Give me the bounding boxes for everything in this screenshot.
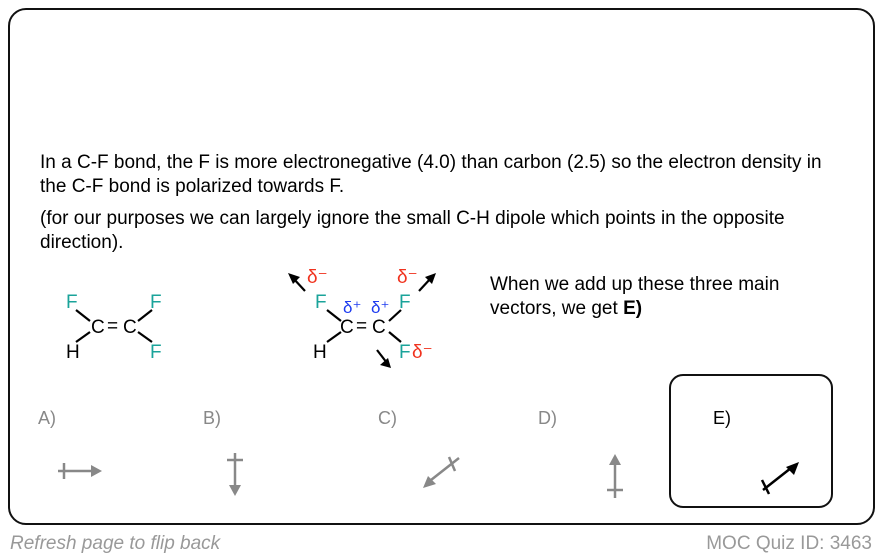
summary-prefix: When we add up these three main vectors,…: [490, 274, 780, 319]
partial-positive: δ⁺: [371, 298, 390, 317]
atom-f: F: [399, 342, 411, 363]
quiz-id: MOC Quiz ID: 3463: [706, 533, 872, 554]
atom-c: C: [91, 317, 105, 338]
atom-f: F: [315, 292, 327, 313]
atom-c: C: [372, 317, 386, 338]
atom-f: F: [66, 292, 78, 313]
partial-negative: δ⁻: [397, 267, 418, 288]
explanation-paragraph-2: (for our purposes we can largely ignore …: [40, 208, 785, 253]
double-bond: =: [356, 316, 368, 337]
atom-h: H: [313, 342, 327, 363]
option-b[interactable]: B): [203, 408, 221, 428]
double-bond: =: [107, 316, 119, 337]
partial-positive: δ⁺: [343, 298, 362, 317]
dipole-arrow-down-icon: [227, 453, 243, 496]
option-c[interactable]: C): [378, 408, 397, 428]
summary-answer: E): [623, 298, 643, 319]
bond-lines: [75, 309, 153, 343]
dipole-arrow-up-icon: [607, 454, 623, 498]
atom-f: F: [150, 292, 162, 313]
dipole-arrow-down-left-icon: [423, 456, 460, 488]
option-a[interactable]: A): [38, 408, 56, 428]
explanation-paragraph-1: In a C-F bond, the F is more electronega…: [40, 152, 822, 197]
atom-c: C: [123, 317, 137, 338]
dipole-arrow-up-right-icon: [760, 462, 799, 495]
option-e[interactable]: E): [713, 408, 731, 428]
bonds-and-dipole-arrows: [288, 273, 436, 368]
partial-negative: δ⁻: [412, 342, 433, 363]
atom-f: F: [150, 342, 162, 363]
dipole-arrow-right-icon: [58, 463, 102, 479]
partial-negative: δ⁻: [307, 267, 328, 288]
summary-text: When we add up these three main vectors,…: [490, 273, 850, 321]
atom-c: C: [340, 317, 354, 338]
option-e-selected-box[interactable]: [669, 374, 833, 508]
atom-f: F: [399, 292, 411, 313]
flashcard-back[interactable]: [8, 8, 875, 525]
atom-h: H: [66, 342, 80, 363]
flip-hint: Refresh page to flip back: [10, 533, 221, 554]
option-d[interactable]: D): [538, 408, 557, 428]
